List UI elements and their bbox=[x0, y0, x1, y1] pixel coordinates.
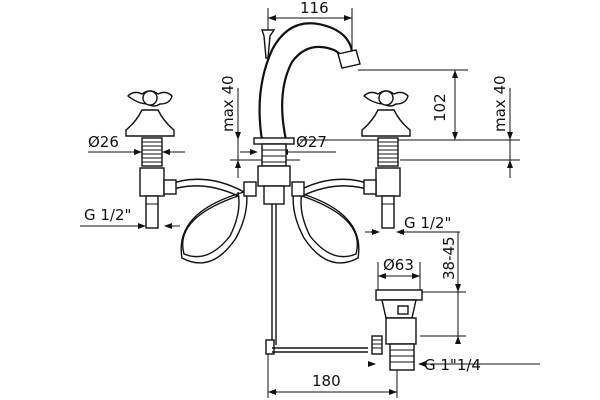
dim-spout-reach: 116 bbox=[300, 0, 329, 17]
tap-handle-icon bbox=[125, 90, 175, 229]
dim-dia-spout: Ø27 bbox=[296, 133, 327, 151]
dim-dia-handle: Ø26 bbox=[88, 133, 119, 151]
hose-icon bbox=[163, 178, 377, 264]
tap-handle-icon bbox=[361, 90, 411, 229]
dim-dia-waste: Ø63 bbox=[383, 256, 414, 274]
dim-thread-right: G 1/2" bbox=[404, 214, 451, 232]
dim-thread-waste: G 1"1/4 bbox=[424, 356, 481, 374]
dim-thread-left: G 1/2" bbox=[84, 206, 131, 224]
dim-waste-range: 38-45 bbox=[440, 236, 458, 280]
dim-max-right: max 40 bbox=[491, 75, 509, 132]
spout-icon bbox=[253, 22, 368, 355]
dim-max-left: max 40 bbox=[219, 75, 237, 132]
dim-center-distance: 180 bbox=[312, 372, 341, 390]
dim-spout-height: 102 bbox=[431, 93, 449, 122]
waste-icon bbox=[371, 289, 423, 371]
